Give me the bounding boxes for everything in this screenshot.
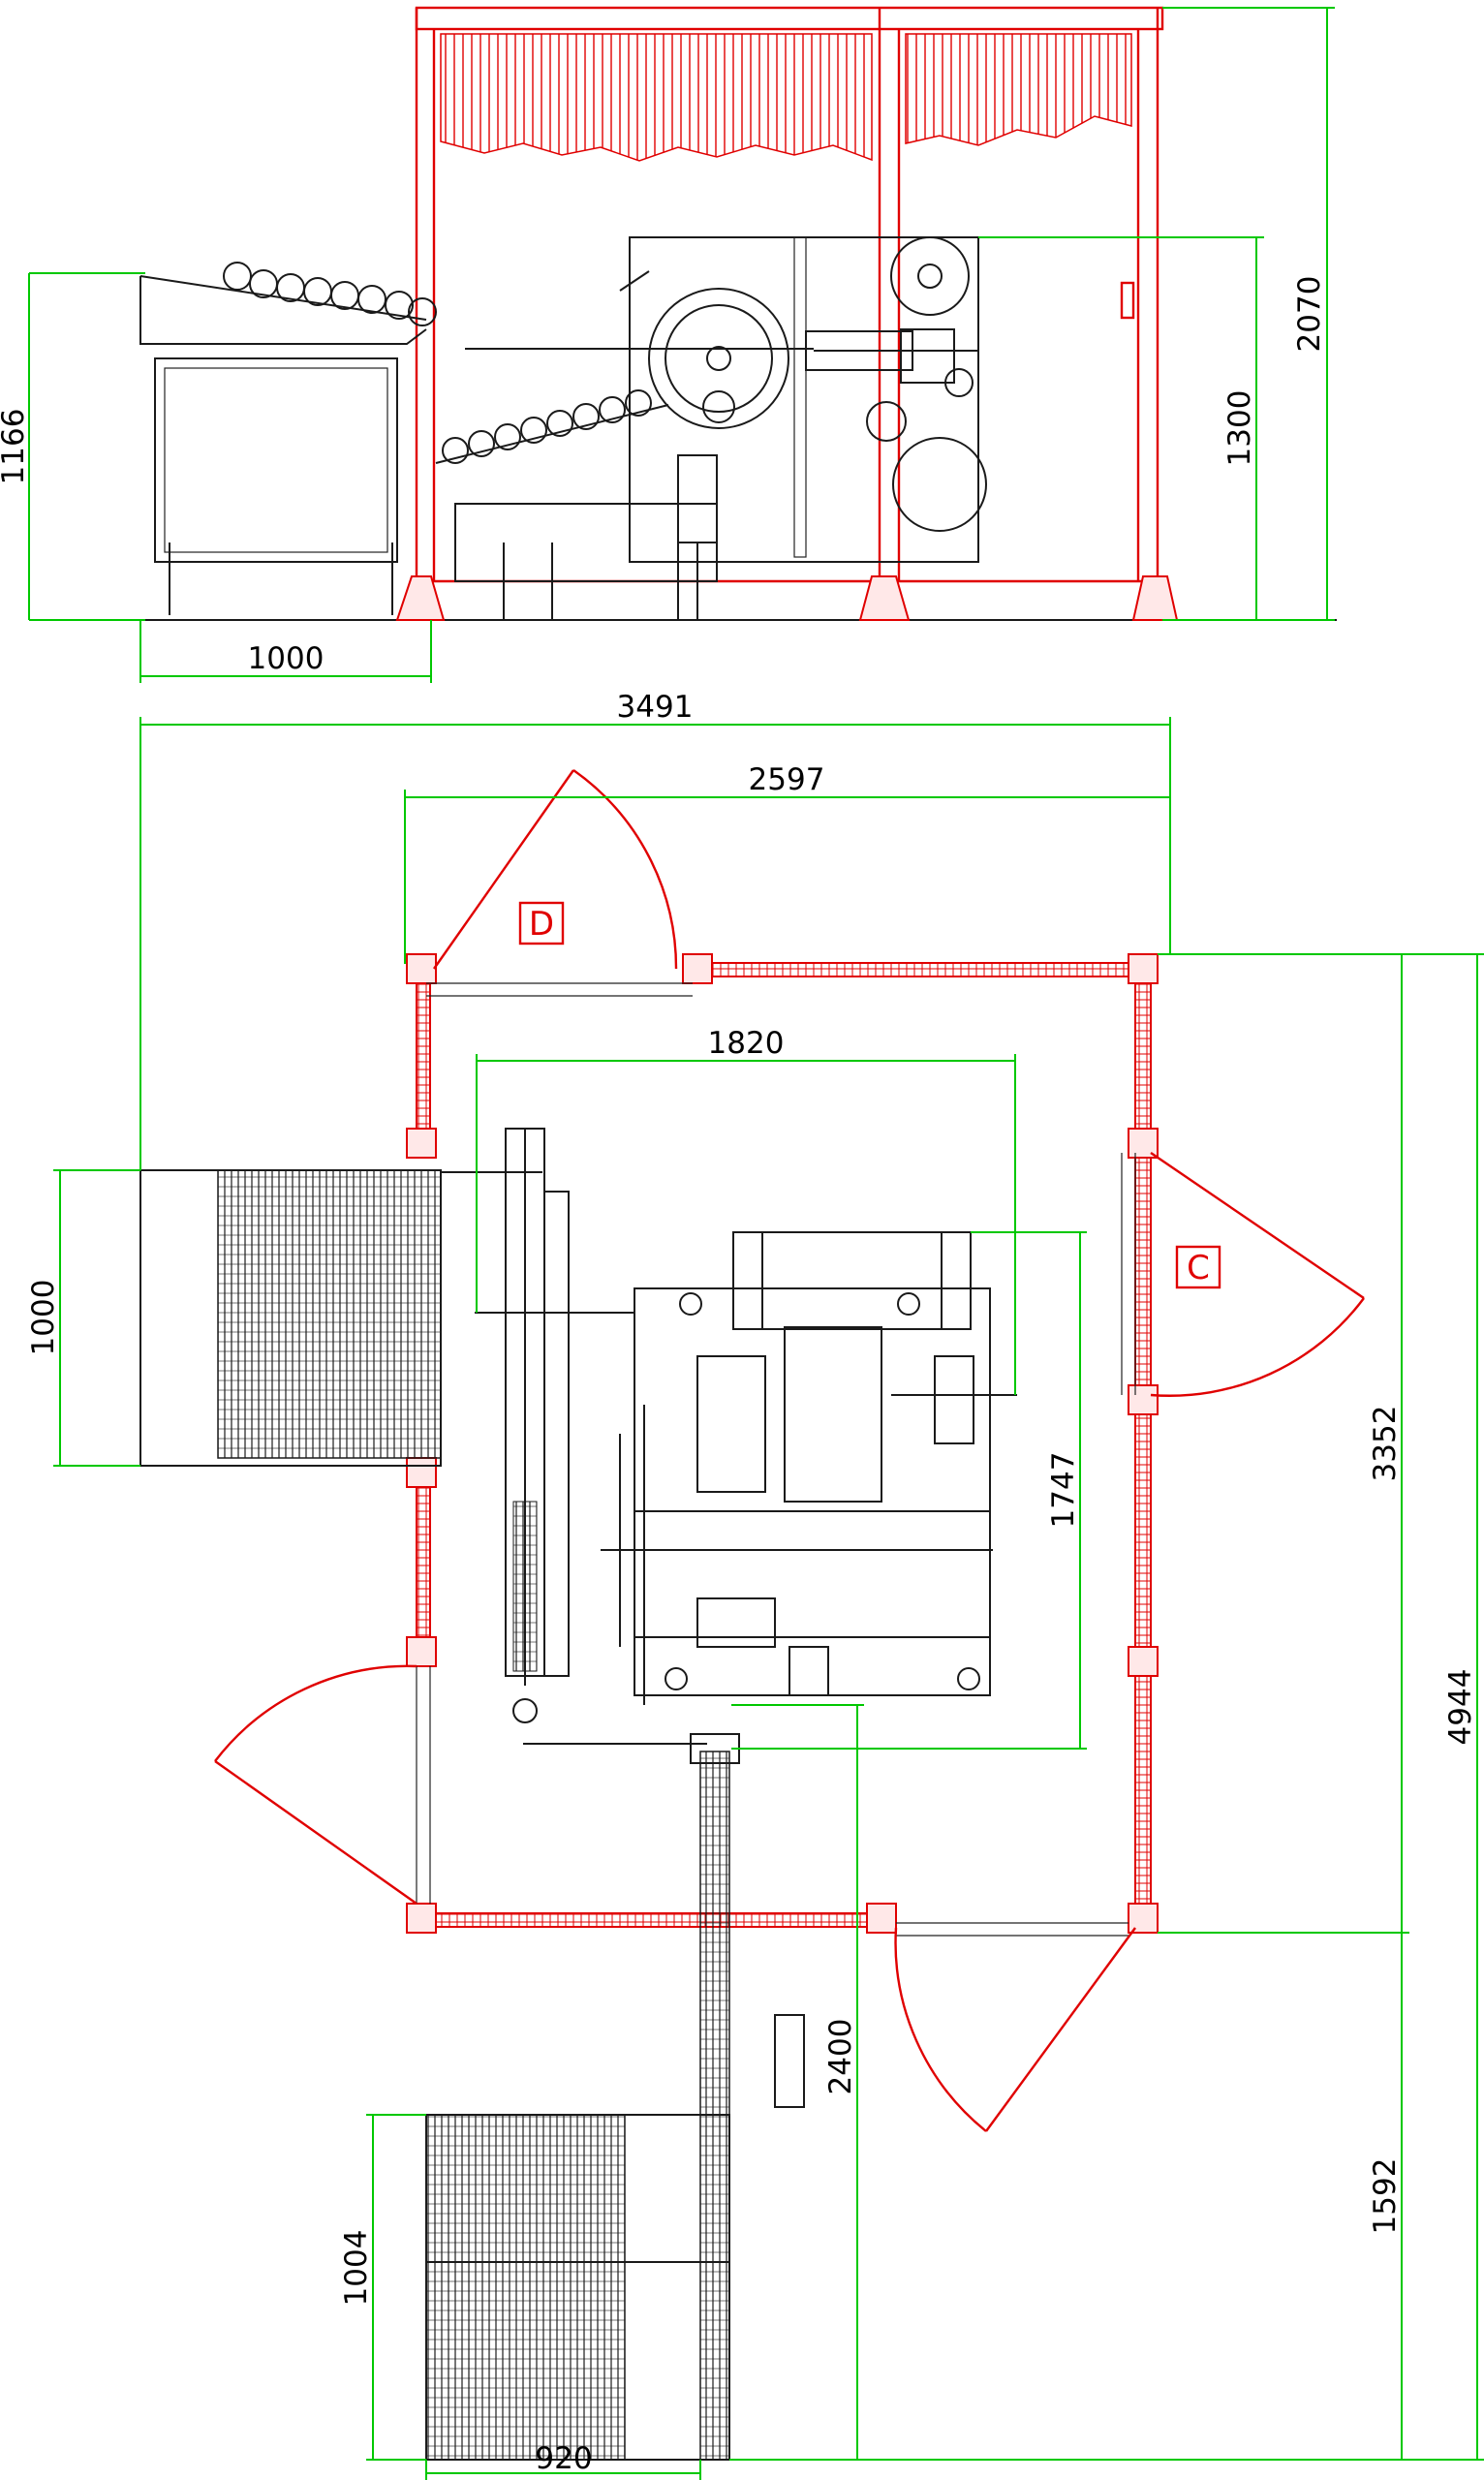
dim-overall-length: 3491: [139, 690, 1171, 1170]
film-roll-upper: [890, 236, 970, 316]
guard-foot: [1131, 575, 1179, 621]
dim-label: 3352: [1368, 1406, 1403, 1482]
side-infeed: [139, 262, 437, 615]
guard-mesh-right: [905, 33, 1132, 146]
side-view: 1166 1000 1300 2070: [0, 6, 1337, 683]
dim-label: 1004: [339, 2230, 374, 2307]
infeed-rollers: [223, 262, 437, 326]
side-lower-rollers: [435, 389, 669, 464]
fence-right: [1134, 973, 1152, 1914]
infeed-incline: [139, 275, 427, 321]
dim-label: 1820: [708, 1026, 785, 1061]
dim-label: 2070: [1292, 276, 1327, 353]
plan-infeed: [139, 1169, 542, 1467]
dim-machine-width: 1747: [731, 1231, 1087, 1750]
fence-top: [695, 962, 1142, 977]
dim-outfeed-width: 1004: [339, 2114, 426, 2461]
dim-outfeed-length: 2400: [731, 1704, 864, 2460]
dim-machine-height: 1300: [978, 236, 1264, 621]
dim-guard-height: 2070: [1162, 7, 1335, 621]
dim-infeed-height: 1166: [0, 272, 145, 621]
plan-view: D C: [26, 690, 1484, 2480]
dim-label: 2597: [749, 762, 825, 797]
guard-top-rail: [415, 6, 1164, 31]
dim-label: 1000: [248, 641, 325, 676]
outfeed-conveyor: [699, 1751, 730, 2116]
plan-machine: [601, 1231, 1017, 1705]
film-roll-lower: [892, 437, 987, 532]
guard-foot: [858, 575, 911, 621]
fence-bottom: [429, 1912, 872, 1928]
guard-foot: [395, 575, 446, 621]
machine-body: [634, 1287, 991, 1696]
guard-mesh-left: [440, 33, 873, 162]
guard-handle: [1120, 281, 1135, 320]
plan-outfeed: [425, 1733, 805, 2461]
dim-label: 1300: [1222, 390, 1257, 467]
side-guard: [395, 6, 1179, 621]
door-label-c: C: [1187, 1249, 1210, 1287]
plan-guard-fence: D C: [214, 769, 1365, 2132]
dim-label: 920: [535, 2441, 592, 2476]
dim-guard-length: 2597: [404, 762, 1170, 964]
infeed-roller-bed: [217, 1169, 442, 1459]
dim-guard-depth: 3352: [1158, 953, 1409, 1934]
dim-label: 3491: [617, 690, 694, 725]
main-wheel: [648, 288, 789, 429]
dim-machine-length: 1820: [476, 1026, 1016, 1395]
side-machine: [454, 236, 987, 620]
dim-outfeed-table-width: 920: [425, 2441, 701, 2480]
door-bottom: [894, 1922, 1136, 2132]
side-dimensions: 1166 1000 1300 2070: [0, 7, 1335, 683]
fence-posts: [406, 953, 1159, 1934]
dim-label: 1000: [26, 1280, 61, 1356]
dim-label: 1166: [0, 409, 31, 485]
plan-feeder-chain: [475, 1128, 707, 1745]
dim-overall-depth: 4944: [729, 953, 1484, 2461]
dim-infeed-width: 1000: [26, 1169, 140, 1467]
dim-infeed-length: 1000: [139, 620, 432, 683]
fence-left-upper: [416, 973, 431, 1154]
outfeed-table-rollers: [425, 2114, 626, 2461]
dim-label: 4944: [1443, 1669, 1478, 1746]
dim-label: 1592: [1368, 2158, 1403, 2235]
door-d: D: [426, 769, 693, 997]
dim-label: 2400: [823, 2019, 858, 2095]
door-left: [214, 1664, 431, 1905]
dim-label: 1747: [1046, 1452, 1081, 1529]
door-c: C: [1121, 1152, 1365, 1397]
fence-left-lower: [416, 1467, 431, 1643]
plan-dimensions: 3491 2597 1820 1000: [26, 690, 1484, 2480]
door-label-d: D: [529, 905, 554, 944]
dim-outfeed-depth: 1592: [1368, 1933, 1403, 2460]
